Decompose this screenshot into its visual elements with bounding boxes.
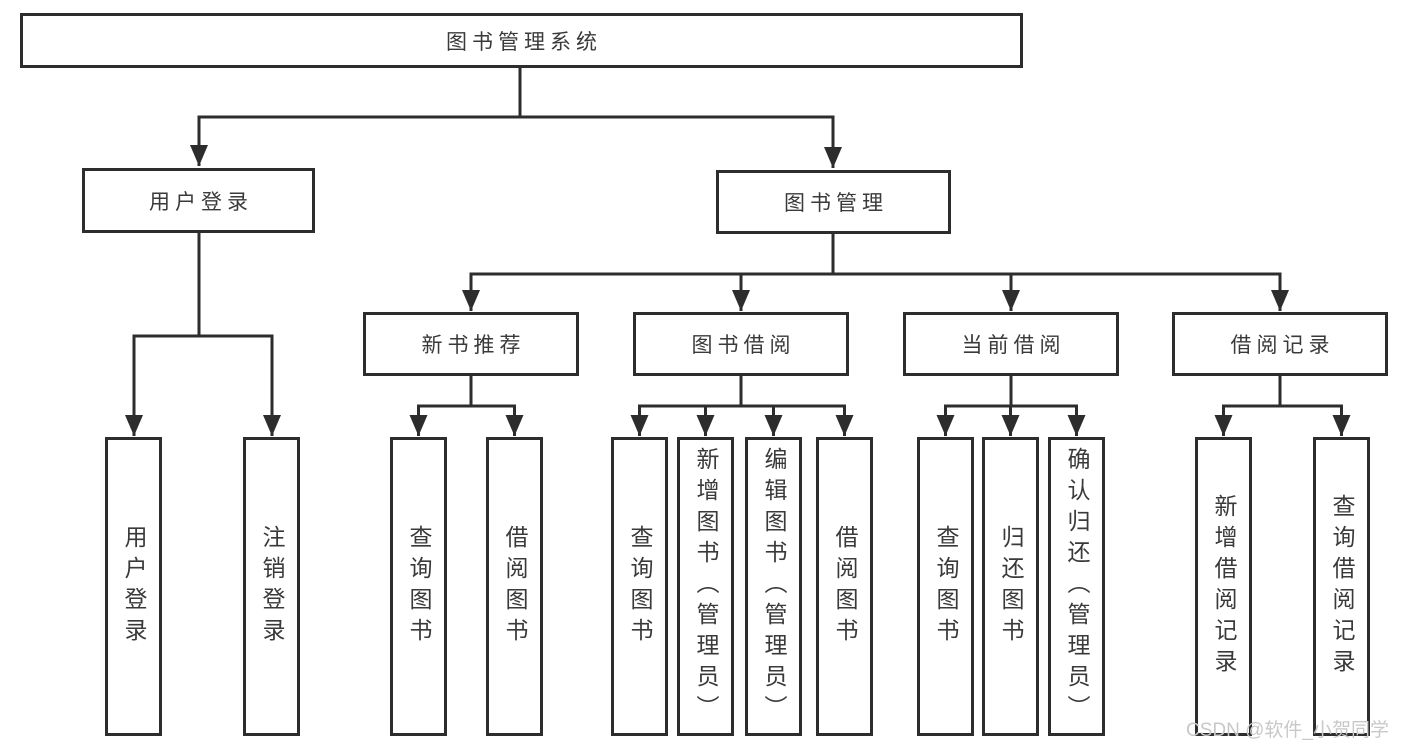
leaf-label: 编辑图书（管理员） [761, 447, 787, 726]
leaf-logout: 注销登录 [243, 437, 300, 736]
leaf-edit-book-admin: 编辑图书（管理员） [745, 437, 802, 736]
leaf-query-books-borrow: 查询图书 [611, 437, 668, 736]
leaf-user-login: 用户登录 [105, 437, 162, 736]
leaf-add-book-admin: 新增图书（管理员） [677, 437, 734, 736]
leaf-label: 新增借阅记录 [1211, 493, 1237, 680]
leaf-return-book: 归还图书 [982, 437, 1039, 736]
leaf-label: 借阅图书 [832, 524, 858, 649]
node-borrowing-records: 借阅记录 [1172, 312, 1388, 376]
leaf-label: 归还图书 [998, 524, 1024, 649]
node-new-book-recommendation: 新书推荐 [363, 312, 579, 376]
leaf-label: 查询借阅记录 [1329, 493, 1355, 680]
node-library-management-system: 图书管理系统 [20, 13, 1023, 68]
node-current-borrowing: 当前借阅 [903, 312, 1119, 376]
leaf-label: 查询图书 [406, 524, 432, 649]
leaf-label: 用户登录 [121, 524, 147, 649]
node-book-borrowing: 图书借阅 [633, 312, 849, 376]
node-label: 新书推荐 [421, 334, 526, 357]
leaf-query-borrow-record: 查询借阅记录 [1313, 437, 1370, 736]
leaf-borrow-books-recommend: 借阅图书 [486, 437, 543, 736]
leaf-label: 确认归还（管理员） [1064, 447, 1090, 726]
node-user-login: 用户登录 [82, 168, 315, 233]
node-label: 当前借阅 [961, 334, 1066, 357]
leaf-label: 查询图书 [933, 524, 959, 649]
node-label: 图书管理系统 [446, 30, 602, 54]
leaf-label: 借阅图书 [502, 524, 528, 649]
leaf-query-books-current: 查询图书 [917, 437, 974, 736]
node-label: 借阅记录 [1230, 334, 1335, 357]
leaf-add-borrow-record: 新增借阅记录 [1195, 437, 1252, 736]
csdn-watermark: CSDN @软件_小贺同学 [1186, 720, 1389, 741]
leaf-query-books-recommend: 查询图书 [390, 437, 447, 736]
leaf-confirm-return-admin: 确认归还（管理员） [1048, 437, 1105, 736]
leaf-label: 查询图书 [627, 524, 653, 649]
node-label: 用户登录 [149, 190, 253, 214]
node-label: 图书借阅 [691, 334, 796, 357]
leaf-borrow-books: 借阅图书 [816, 437, 873, 736]
node-book-management: 图书管理 [716, 170, 951, 234]
leaf-label: 注销登录 [259, 524, 285, 649]
leaf-label: 新增图书（管理员） [693, 447, 719, 726]
node-label: 图书管理 [784, 192, 888, 215]
